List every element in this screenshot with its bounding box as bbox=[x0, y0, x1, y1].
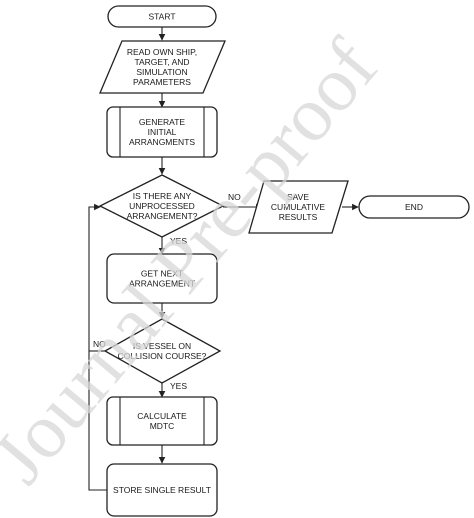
node-text-line: ARRANGEMENT? bbox=[127, 211, 198, 221]
node-text-line: CUMULATIVE bbox=[271, 202, 325, 212]
node-end: END bbox=[358, 195, 470, 219]
node-text-line: SAVE bbox=[287, 192, 309, 202]
node-text-line: CALCULATE bbox=[137, 411, 187, 421]
node-text-line: GET NEXT bbox=[141, 269, 183, 279]
node-end-text: END bbox=[405, 202, 423, 212]
node-text-line: END bbox=[405, 202, 423, 212]
label-no-collision: NO bbox=[93, 339, 106, 349]
node-store: STORE SINGLE RESULT bbox=[106, 463, 218, 517]
node-text-line: ARRANGEMENT bbox=[129, 279, 195, 289]
node-text-line: STORE SINGLE RESULT bbox=[113, 485, 211, 495]
edges bbox=[88, 27, 359, 491]
node-text-line: READ OWN SHIP, bbox=[127, 47, 197, 57]
node-text-line: COLLISION COURSE? bbox=[118, 351, 207, 361]
label-no-unprocessed: NO bbox=[228, 192, 241, 202]
node-text-line: MDTC bbox=[150, 421, 175, 431]
edge-labels: NO YES NO YES bbox=[93, 192, 241, 391]
node-text-line: IS VESSEL ON bbox=[133, 341, 191, 351]
node-text-line: RESULTS bbox=[279, 212, 318, 222]
node-text-line: IS THERE ANY bbox=[133, 191, 192, 201]
node-text-line: GENERATE bbox=[139, 117, 185, 127]
edge-store-loop-back bbox=[88, 203, 107, 491]
node-text-line: PARAMETERS bbox=[133, 77, 191, 87]
node-text-line: INITIAL bbox=[148, 127, 177, 137]
node-text-line: SIMULATION bbox=[136, 67, 187, 77]
node-store-text: STORE SINGLE RESULT bbox=[113, 485, 211, 495]
node-text-line: ARRANGMENTS bbox=[129, 137, 195, 147]
node-text-line: START bbox=[148, 12, 175, 22]
node-text-line: UNPROCESSED bbox=[129, 201, 195, 211]
node-start: START bbox=[107, 5, 217, 28]
label-yes-unprocessed: YES bbox=[170, 236, 187, 246]
node-start-text: START bbox=[148, 12, 175, 22]
label-yes-collision: YES bbox=[170, 381, 187, 391]
node-text-line: TARGET, AND bbox=[134, 57, 189, 67]
